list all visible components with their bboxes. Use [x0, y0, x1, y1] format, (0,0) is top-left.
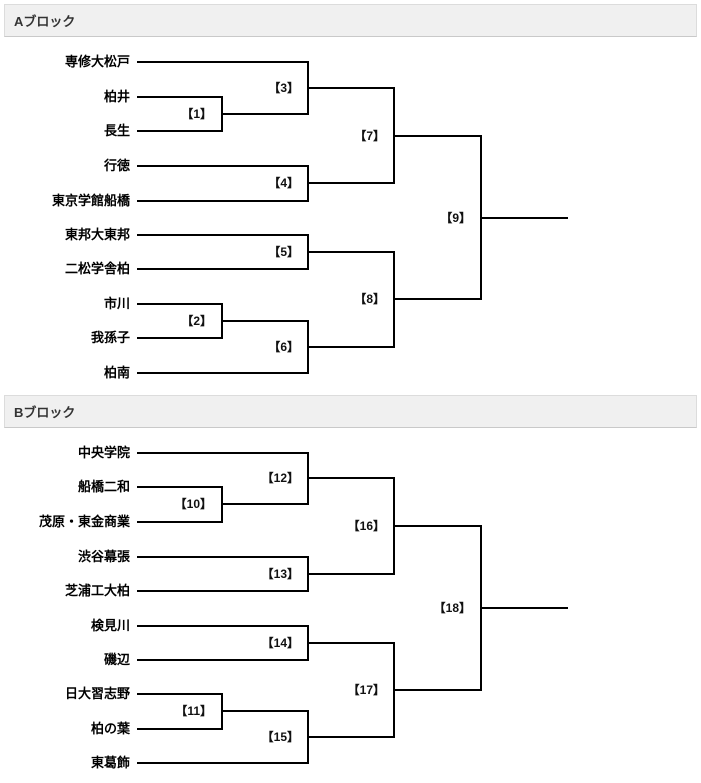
team-name: 芝浦工大柏	[64, 583, 130, 598]
block-b-title: Bブロック	[14, 405, 76, 420]
match-number: 【8】	[354, 292, 385, 306]
bracket-line	[393, 298, 480, 300]
match-number: 【7】	[354, 129, 385, 143]
bracket-line	[137, 96, 221, 98]
bracket-line	[307, 642, 393, 644]
block-a-title: Aブロック	[14, 14, 76, 29]
bracket-line	[137, 303, 221, 305]
match-number: 【10】	[174, 497, 212, 511]
bracket-line	[307, 182, 393, 184]
match-number: 【6】	[268, 340, 299, 354]
bracket-line	[307, 87, 393, 89]
match-number: 【9】	[440, 211, 471, 225]
match-number: 【17】	[347, 683, 385, 697]
bracket-line	[137, 372, 307, 374]
bracket-line	[137, 200, 307, 202]
match-number: 【12】	[261, 471, 299, 485]
bracket-line	[307, 251, 393, 253]
bracket-line	[221, 320, 307, 322]
team-name: 磯辺	[103, 652, 130, 667]
bracket-line	[137, 268, 307, 270]
bracket-line	[137, 556, 307, 558]
team-name: 船橋二和	[77, 479, 130, 494]
team-name: 我孫子	[90, 330, 130, 345]
team-name: 東京学館船橋	[51, 193, 130, 208]
bracket-line	[307, 477, 393, 479]
winner-line	[480, 217, 568, 219]
bracket-line	[137, 337, 221, 339]
block-a-header: Aブロック	[4, 4, 697, 37]
bracket-line	[307, 346, 393, 348]
team-name: 東邦大東邦	[64, 227, 130, 242]
match-number: 【18】	[433, 601, 471, 615]
bracket-line	[307, 736, 393, 738]
bracket-line	[137, 165, 307, 167]
match-number: 【14】	[261, 636, 299, 650]
team-name: 日大習志野	[64, 686, 130, 701]
team-name: 渋谷幕張	[77, 549, 130, 564]
bracket-line	[137, 521, 221, 523]
bracket-line	[221, 503, 307, 505]
bracket-line	[137, 130, 221, 132]
bracket-line	[137, 693, 221, 695]
bracket-line	[137, 590, 307, 592]
bracket-line	[137, 452, 307, 454]
match-number: 【5】	[268, 245, 299, 259]
team-name: 柏の葉	[90, 721, 130, 736]
bracket-line	[137, 659, 307, 661]
winner-line	[480, 607, 568, 609]
team-name: 東葛飾	[90, 755, 130, 770]
match-number: 【1】	[181, 107, 212, 121]
bracket-line	[393, 525, 480, 527]
bracket-line	[137, 728, 221, 730]
match-number: 【16】	[347, 519, 385, 533]
match-number: 【13】	[261, 567, 299, 581]
bracket-line	[393, 135, 480, 137]
bracket-line	[137, 486, 221, 488]
bracket-line	[221, 113, 307, 115]
team-name: 柏井	[103, 89, 130, 104]
bracket-line	[393, 689, 480, 691]
match-number: 【11】	[175, 704, 212, 718]
bracket-line	[137, 234, 307, 236]
match-number: 【3】	[268, 81, 299, 95]
bracket-line	[137, 625, 307, 627]
match-number: 【2】	[181, 314, 212, 328]
team-name: 市川	[103, 296, 130, 311]
team-name: 茂原・東金商業	[38, 514, 130, 529]
match-number: 【15】	[261, 730, 299, 744]
team-name: 中央学院	[77, 445, 130, 460]
bracket-line	[137, 762, 307, 764]
bracket-line	[221, 710, 307, 712]
block-b-header: Bブロック	[4, 395, 697, 428]
team-name: 長生	[103, 123, 130, 138]
team-name: 行徳	[103, 158, 130, 173]
team-name: 柏南	[103, 365, 130, 380]
team-name: 専修大松戸	[64, 54, 130, 69]
bracket-line	[137, 61, 307, 63]
team-name: 二松学舎柏	[64, 261, 130, 276]
team-name: 検見川	[90, 618, 130, 633]
match-number: 【4】	[268, 176, 299, 190]
bracket-line	[307, 573, 393, 575]
